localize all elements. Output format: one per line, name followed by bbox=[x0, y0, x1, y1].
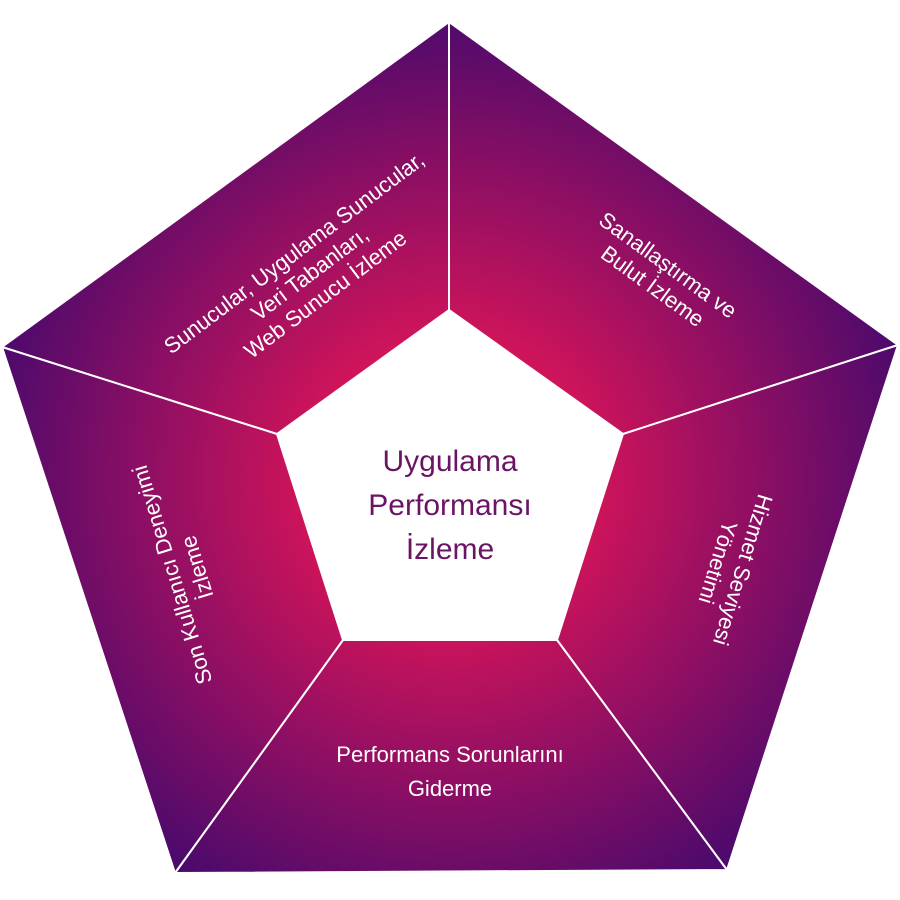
center-line: Performansı bbox=[368, 489, 532, 522]
center-title: Uygulama Performansı İzleme bbox=[330, 440, 570, 572]
center-line: Uygulama bbox=[382, 445, 518, 478]
label-line: Giderme bbox=[407, 776, 493, 801]
center-line: İzleme bbox=[405, 533, 495, 566]
label-bottom: Performans Sorunlarını Giderme bbox=[320, 738, 580, 806]
center-pentagon bbox=[277, 310, 623, 640]
label-line: Performans Sorunlarını bbox=[336, 742, 564, 767]
